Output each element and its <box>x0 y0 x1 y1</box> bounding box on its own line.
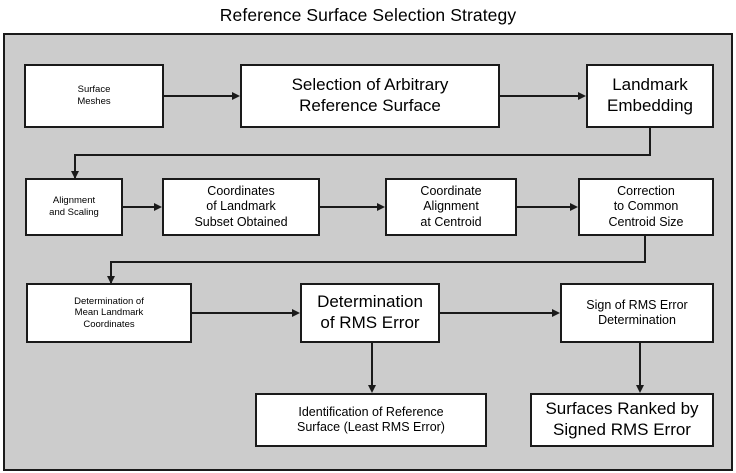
node-surfaces-ranked-signed-rms[interactable]: Surfaces Ranked by Signed RMS Error <box>530 393 714 447</box>
arrowhead-rms-to-identification <box>367 385 376 393</box>
node-landmark-embedding[interactable]: Landmark Embedding <box>586 64 714 128</box>
node-mean-landmark-line2: Mean Landmark <box>74 307 144 319</box>
arrowhead-rms-to-sign-rms <box>552 308 560 317</box>
connector-sign-rms-to-ranked <box>639 343 641 386</box>
node-coordinates-subset-line2: of Landmark <box>206 199 276 214</box>
node-mean-landmark-coordinates[interactable]: Determination of Mean Landmark Coordinat… <box>26 283 192 343</box>
node-landmark-embedding-line2: Embedding <box>606 96 693 115</box>
node-centroid-correction-line2: to Common <box>613 199 679 214</box>
node-alignment-line2: and Scaling <box>49 207 99 218</box>
connector-coordinates-to-centroid-alignment <box>320 206 378 208</box>
arrowhead-centroid-alignment-to-correction <box>570 202 578 211</box>
node-coordinate-alignment-line1: Coordinate <box>420 184 482 199</box>
connector-meshes-to-selection <box>164 95 233 97</box>
node-coordinates-subset-line1: Coordinates <box>207 184 275 199</box>
connector-alignment-to-coordinates <box>123 206 155 208</box>
node-surface-meshes-line2: Meshes <box>77 96 111 107</box>
connector-selection-to-embedding <box>500 95 579 97</box>
connector-embedding-to-alignment <box>74 154 76 179</box>
arrowhead-embedding-to-alignment <box>70 171 79 179</box>
connector-centroid-alignment-to-correction <box>517 206 571 208</box>
node-determination-rms-error[interactable]: Determination of RMS Error <box>300 283 440 343</box>
node-sign-rms-error-determination[interactable]: Sign of RMS Error Determination <box>560 283 714 343</box>
node-mean-landmark-line1: Determination of <box>74 295 144 307</box>
arrowhead-mean-landmark-to-rms <box>292 308 300 317</box>
node-identification-reference-surface[interactable]: Identification of Reference Surface (Lea… <box>255 393 487 447</box>
node-centroid-correction-line3: Centroid Size <box>608 214 684 229</box>
node-surfaces-ranked-line2: Signed RMS Error <box>553 420 691 439</box>
flowchart-panel: Surface Meshes Selection of Arbitrary Re… <box>3 33 733 471</box>
node-alignment-line1: Alignment <box>52 195 96 207</box>
node-identification-line1: Identification of Reference <box>298 404 444 419</box>
node-coordinates-subset-line3: Subset Obtained <box>194 214 288 229</box>
node-coordinate-alignment-centroid[interactable]: Coordinate Alignment at Centroid <box>385 178 517 236</box>
node-sign-rms-line2: Determination <box>598 313 676 327</box>
connector-correction-down <box>644 236 646 263</box>
node-centroid-correction-line1: Correction <box>617 184 675 199</box>
connector-correction-to-mean-landmark <box>110 261 112 285</box>
arrowhead-selection-to-embedding <box>578 91 586 100</box>
node-rms-error-line1: Determination <box>317 292 423 312</box>
connector-embedding-left <box>74 154 651 156</box>
node-surface-meshes-line1: Surface <box>77 84 111 96</box>
node-coordinate-alignment-line3: at Centroid <box>420 214 482 229</box>
node-selection-arbitrary-reference-surface[interactable]: Selection of Arbitrary Reference Surface <box>240 64 500 128</box>
figure-title: Reference Surface Selection Strategy <box>219 5 517 25</box>
arrowhead-meshes-to-selection <box>232 91 240 100</box>
node-coordinates-landmark-subset[interactable]: Coordinates of Landmark Subset Obtained <box>162 178 320 236</box>
node-landmark-embedding-line1: Landmark <box>612 75 688 95</box>
node-coordinate-alignment-line2: Alignment <box>423 199 479 214</box>
arrowhead-correction-to-mean-landmark <box>106 276 115 284</box>
arrowhead-alignment-to-coordinates <box>154 202 162 211</box>
node-selection-arbitrary-line1: Selection of Arbitrary <box>291 75 449 95</box>
node-rms-error-line2: of RMS Error <box>320 313 420 332</box>
connector-correction-left <box>110 261 646 263</box>
node-sign-rms-line1: Sign of RMS Error <box>586 297 688 312</box>
connector-rms-to-identification <box>371 343 373 386</box>
node-mean-landmark-line3: Coordinates <box>83 318 135 330</box>
node-identification-line2: Surface (Least RMS Error) <box>297 420 445 434</box>
connector-rms-to-sign-rms <box>440 312 553 314</box>
connector-embedding-down <box>649 128 651 156</box>
node-correction-common-centroid-size[interactable]: Correction to Common Centroid Size <box>578 178 714 236</box>
arrowhead-coordinates-to-centroid-alignment <box>377 202 385 211</box>
node-surfaces-ranked-line1: Surfaces Ranked by <box>545 399 699 419</box>
node-surface-meshes[interactable]: Surface Meshes <box>24 64 164 128</box>
arrowhead-sign-rms-to-ranked <box>635 385 644 393</box>
node-selection-arbitrary-line2: Reference Surface <box>299 96 441 115</box>
node-alignment-and-scaling[interactable]: Alignment and Scaling <box>25 178 123 236</box>
connector-mean-landmark-to-rms <box>192 312 293 314</box>
